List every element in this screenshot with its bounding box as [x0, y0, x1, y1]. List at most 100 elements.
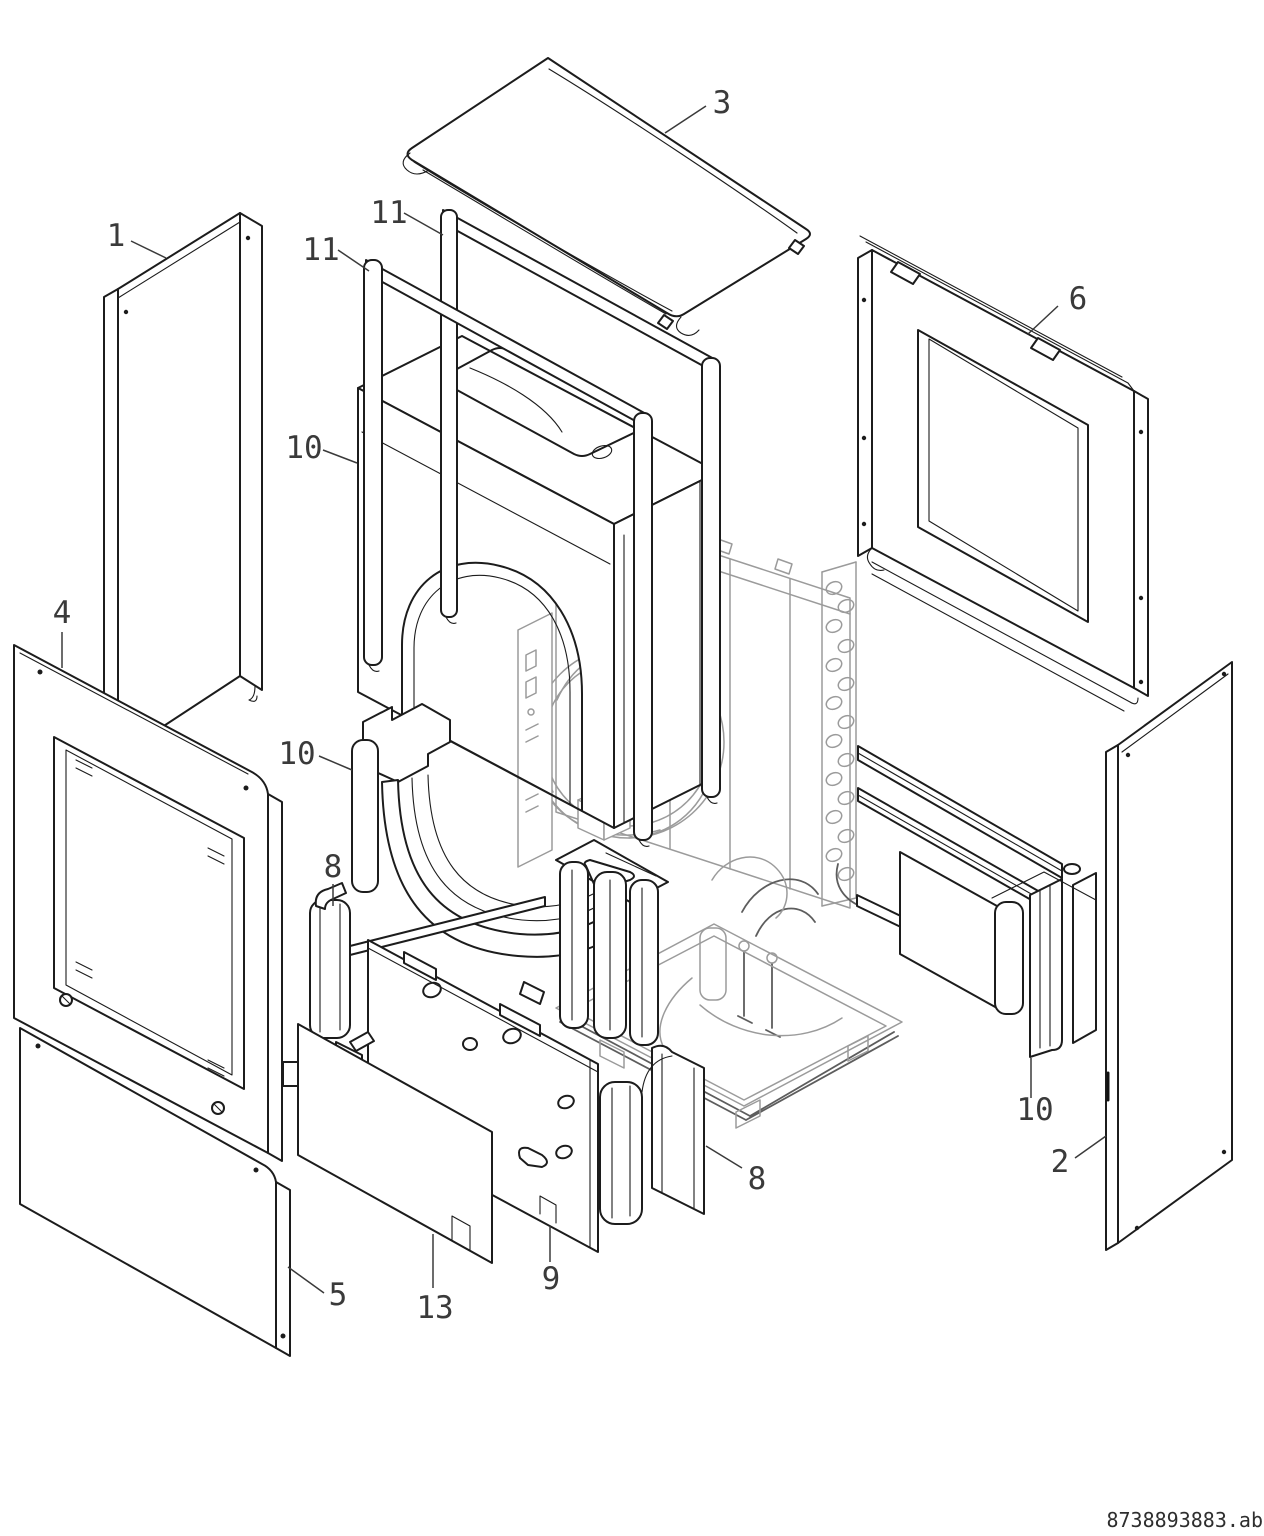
callout-5: 5	[287, 1266, 348, 1313]
callout-label: 11	[370, 195, 407, 231]
screw-hole	[280, 1333, 286, 1339]
cover-clip	[788, 239, 805, 255]
screw-hole	[245, 235, 251, 241]
screw-hole	[253, 1167, 259, 1173]
hole	[555, 1144, 573, 1160]
guide-beam-line	[857, 752, 1063, 872]
screw-hole	[861, 435, 867, 441]
bottom-notch	[539, 1195, 557, 1224]
leader-line	[322, 449, 358, 464]
post-inner-line	[319, 903, 341, 1033]
part-4-front-panel	[13, 644, 283, 1162]
pan-foot	[847, 1035, 869, 1062]
panel-return-flange	[103, 288, 119, 765]
callout-11-upper: 11	[370, 195, 444, 236]
post-channel	[309, 899, 351, 1039]
grille-opening-inner	[928, 338, 1079, 612]
panel-return-flange	[1105, 744, 1119, 1251]
part-1-side-panel-rear-left	[103, 212, 263, 765]
callout-4: 4	[53, 595, 72, 668]
panel-edge-line	[367, 947, 599, 1073]
refrigerant-piping	[659, 856, 843, 1049]
cover-face	[406, 57, 811, 318]
screw-hole	[1134, 1225, 1140, 1231]
control-box	[517, 612, 553, 868]
post-face	[651, 1044, 705, 1215]
flange-hook	[248, 685, 258, 702]
bottom-step	[451, 1215, 471, 1251]
opening-frame-inner	[65, 749, 233, 1076]
screw-hole	[1138, 429, 1144, 435]
guide-column	[1029, 878, 1063, 1058]
callout-label: 10	[278, 736, 315, 772]
duct-corner-pill	[559, 861, 589, 1029]
screw-slot	[61, 995, 223, 1113]
guide-beam-line	[857, 794, 1041, 900]
part-3-top-cover	[402, 57, 811, 336]
callout-label: 5	[329, 1277, 348, 1313]
rail-post-right	[701, 357, 721, 798]
pan-foot	[735, 1099, 761, 1129]
slot	[605, 852, 657, 877]
screw-hole	[1138, 679, 1144, 685]
guide-side-wing	[899, 851, 998, 1009]
corner-ticks	[207, 847, 225, 865]
clip-tab	[890, 261, 921, 285]
hole	[422, 981, 442, 999]
cover-end-curl	[402, 152, 430, 175]
post-pill	[599, 1081, 643, 1225]
callout-10-right: 10	[1016, 1058, 1054, 1128]
screw-hole	[123, 309, 129, 315]
grille-opening-frame	[917, 329, 1089, 623]
top-tab	[499, 1003, 541, 1037]
callout-label: 8	[748, 1161, 767, 1197]
corner-arc	[641, 1055, 673, 1093]
part-13-insulation-panel	[282, 1023, 493, 1264]
callout-label: 8	[324, 849, 343, 885]
guide-pill	[994, 901, 1024, 1015]
frame-rear-wall	[555, 501, 851, 909]
callout-8-left: 8	[324, 849, 343, 906]
corner-ticks	[207, 1059, 225, 1077]
column-line	[1039, 884, 1051, 1049]
rail-post-left	[363, 259, 383, 666]
cover-crease	[548, 68, 798, 234]
top-tab	[403, 951, 437, 981]
callout-9: 9	[542, 1226, 561, 1297]
screw-hole	[861, 297, 867, 303]
callout-label: 1	[107, 218, 126, 254]
part-5-lower-front-panel	[19, 1027, 291, 1357]
leader-line	[1027, 305, 1059, 335]
top-hem	[19, 652, 249, 775]
panel-face	[117, 212, 241, 757]
panel-return-flange	[857, 249, 873, 557]
hole	[462, 1037, 478, 1051]
front-crease	[361, 431, 611, 565]
leader-line	[318, 755, 353, 771]
panel-edge-flange	[267, 793, 283, 1162]
panel-face	[297, 1023, 493, 1264]
callout-10-shroud: 10	[285, 430, 358, 466]
part-6-rear-panel	[857, 235, 1149, 712]
guide-top-edge	[991, 871, 1097, 901]
rail-post-left	[440, 209, 458, 618]
post-foot	[445, 616, 718, 804]
clip-tab	[1030, 337, 1061, 361]
hem-line	[117, 221, 241, 299]
callout-label: 13	[416, 1290, 453, 1326]
post-top-hook	[314, 882, 347, 910]
callout-label: 4	[53, 595, 72, 631]
part-11-frame-rail-front	[363, 259, 653, 847]
cover-crease	[413, 161, 673, 312]
frame-clip	[774, 558, 793, 575]
screw-hole	[243, 785, 249, 791]
face-line	[661, 1053, 695, 1209]
top-hem	[1121, 673, 1229, 753]
leader-line	[705, 1145, 743, 1169]
bottom-roll	[871, 561, 1139, 705]
screw-hole	[1221, 1149, 1227, 1155]
callout-label: 9	[542, 1261, 561, 1297]
corner-ticks	[75, 961, 93, 979]
cover-crease	[422, 169, 667, 315]
top-hem	[859, 235, 1123, 378]
